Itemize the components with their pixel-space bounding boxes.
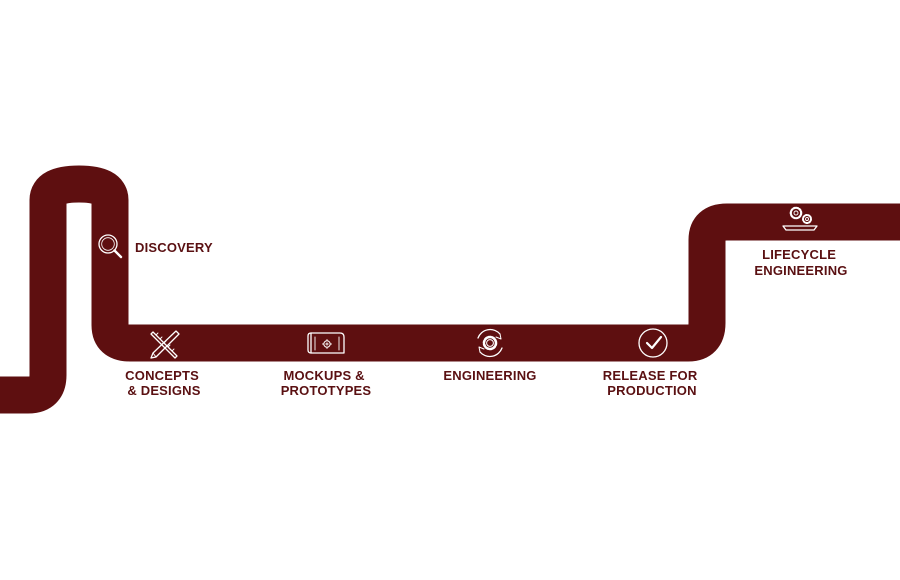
step-label-engineering: ENGINEERING <box>443 368 536 383</box>
roadmap-path <box>0 165 900 414</box>
step-label-release: RELEASE FOR PRODUCTION <box>603 368 701 398</box>
blueprint-icon <box>307 332 345 354</box>
step-label-concepts: CONCEPTS & DESIGNS <box>125 368 203 398</box>
gears-tray-icon <box>782 206 818 231</box>
step-label-mockups: MOCKUPS & PROTOTYPES <box>281 368 372 398</box>
ruler-pencil-icon <box>150 330 180 359</box>
magnifier-icon <box>98 234 123 259</box>
gear-cycle-icon <box>477 328 503 358</box>
checkmark-circle-icon <box>638 328 668 358</box>
step-label-lifecycle: LIFECYCLE ENGINEERING <box>754 247 847 278</box>
step-label-discovery: DISCOVERY <box>135 240 213 255</box>
